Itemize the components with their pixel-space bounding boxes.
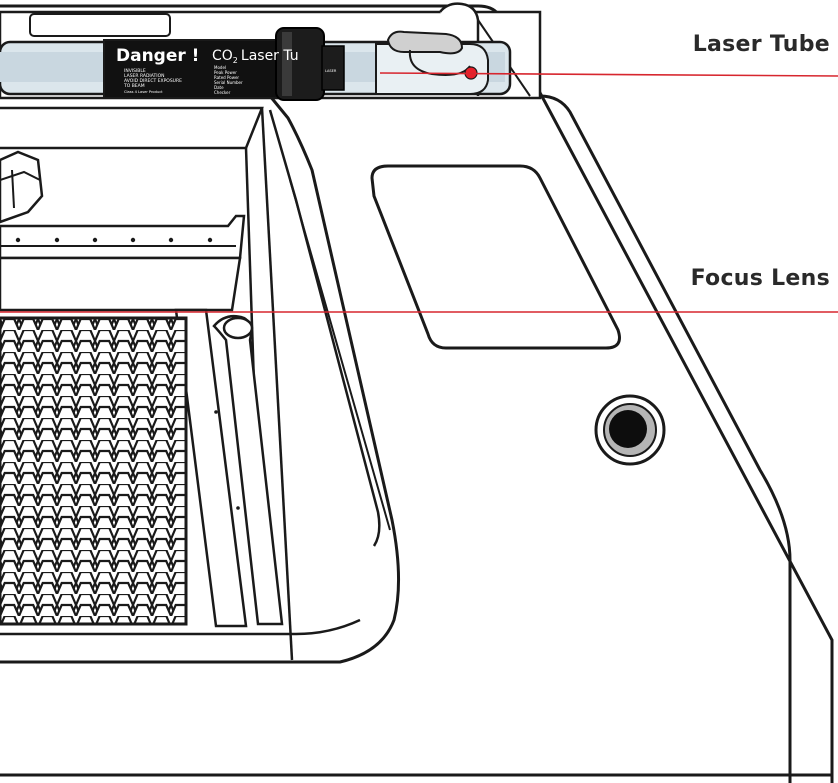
warning-line: LASER RADIATION xyxy=(124,73,164,79)
tube-label: Danger ! INVISIBLE LASER RADIATION AVOID… xyxy=(116,46,337,95)
port-hole-icon xyxy=(609,410,647,448)
spec-line: Date xyxy=(214,85,224,90)
badge-text: LASER xyxy=(325,69,337,73)
focus-lens-label: Focus Lens xyxy=(690,266,830,291)
spec-line: Peak Power xyxy=(214,70,237,75)
laser-tube xyxy=(0,27,512,101)
spec-line: Serial Number xyxy=(214,80,243,85)
work-area xyxy=(0,106,391,661)
class-text: Class 4 Laser Product xyxy=(124,90,163,94)
laser-tube-label: Laser Tube xyxy=(692,32,830,57)
spec-line: Checker xyxy=(214,90,231,95)
spec-line: Model xyxy=(214,65,226,70)
laser-tube-callout-line xyxy=(379,72,838,77)
warning-line: TO BEAM xyxy=(123,83,145,89)
rail-holes xyxy=(15,237,213,243)
lid-window xyxy=(370,164,621,350)
spec-line: Rated Power xyxy=(214,75,239,80)
warning-line: AVOID DIRECT EXPOSURE xyxy=(124,78,182,84)
warning-line: INVISIBLE xyxy=(124,68,146,74)
danger-text: Danger ! xyxy=(116,46,199,66)
lid-features xyxy=(370,164,666,466)
honeycomb-bed xyxy=(0,316,188,626)
